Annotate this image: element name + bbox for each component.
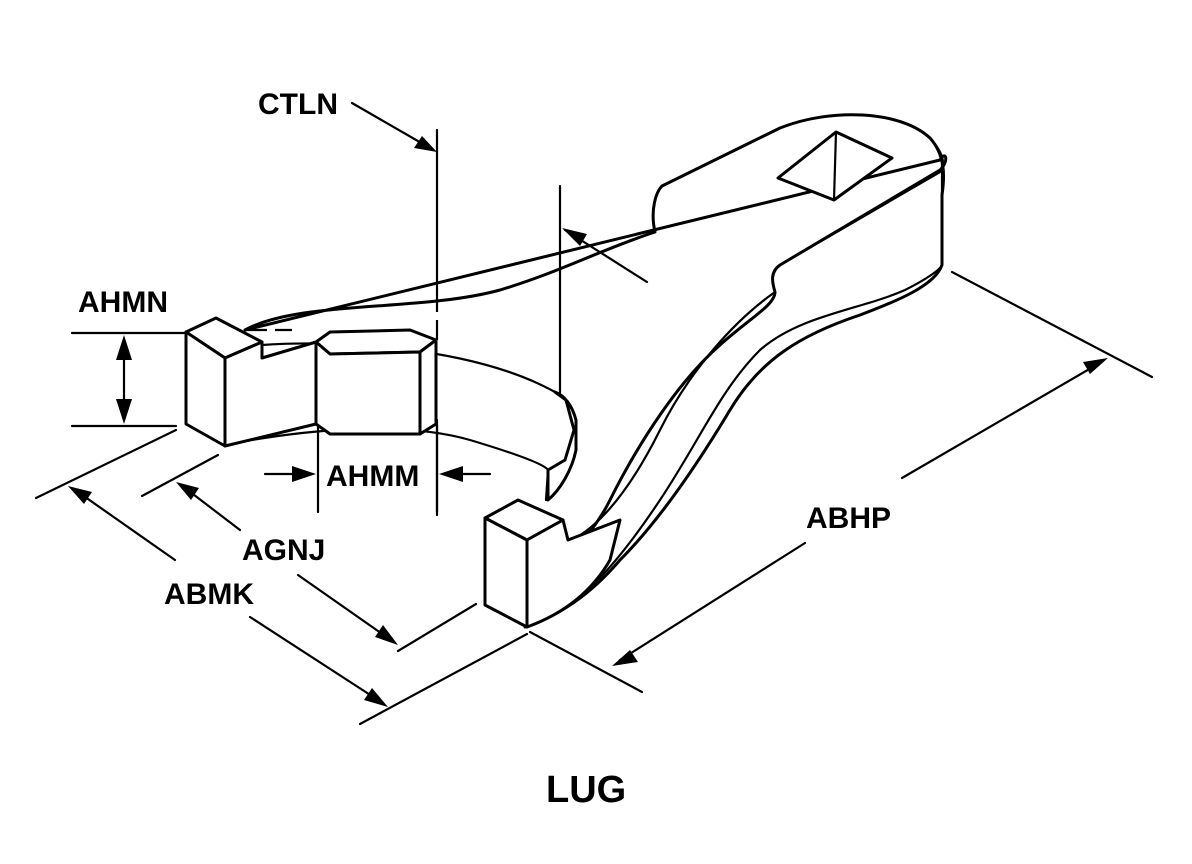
ctln-leader: [350, 101, 432, 150]
ahmn-label: AHMN: [78, 286, 168, 319]
middle-jaw-side: [418, 338, 438, 436]
ring-lower-arc: [223, 427, 550, 472]
abmk-dimension: ABMK: [34, 428, 529, 726]
lug-arm-front-edge: [570, 290, 777, 542]
agnj-label: AGNJ: [242, 534, 325, 567]
agnj-dimension: AGNJ: [140, 453, 478, 653]
ahmn-dimension: AHMN: [70, 286, 188, 428]
ahmm-dimension: AHMM: [263, 424, 492, 514]
middle-jaw-front: [314, 340, 422, 436]
square-hole-inner-edge: [832, 130, 838, 202]
ahmm-label: AHMM: [326, 460, 419, 493]
ring-front-wall: [544, 468, 550, 502]
ctln-arrowhead: [414, 136, 437, 152]
lug-arm-lower-edge: [523, 263, 944, 629]
abhp-label: ABHP: [806, 502, 891, 535]
lug-ring: [184, 316, 622, 629]
lug-body: [243, 113, 948, 629]
ring-inner-tip: [546, 390, 578, 502]
abmk-label: ABMK: [164, 578, 254, 611]
jaw-reference-line: [558, 184, 649, 397]
left-jaw-side: [223, 340, 318, 448]
abhp-dimension: ABHP: [528, 270, 1154, 694]
lug-end-top-inner: [652, 113, 945, 294]
front-jaw-side: [525, 518, 622, 629]
diagram-title: LUG: [546, 769, 626, 811]
middle-jaw-top: [314, 328, 438, 356]
ctln-label: CTLN: [258, 88, 338, 121]
